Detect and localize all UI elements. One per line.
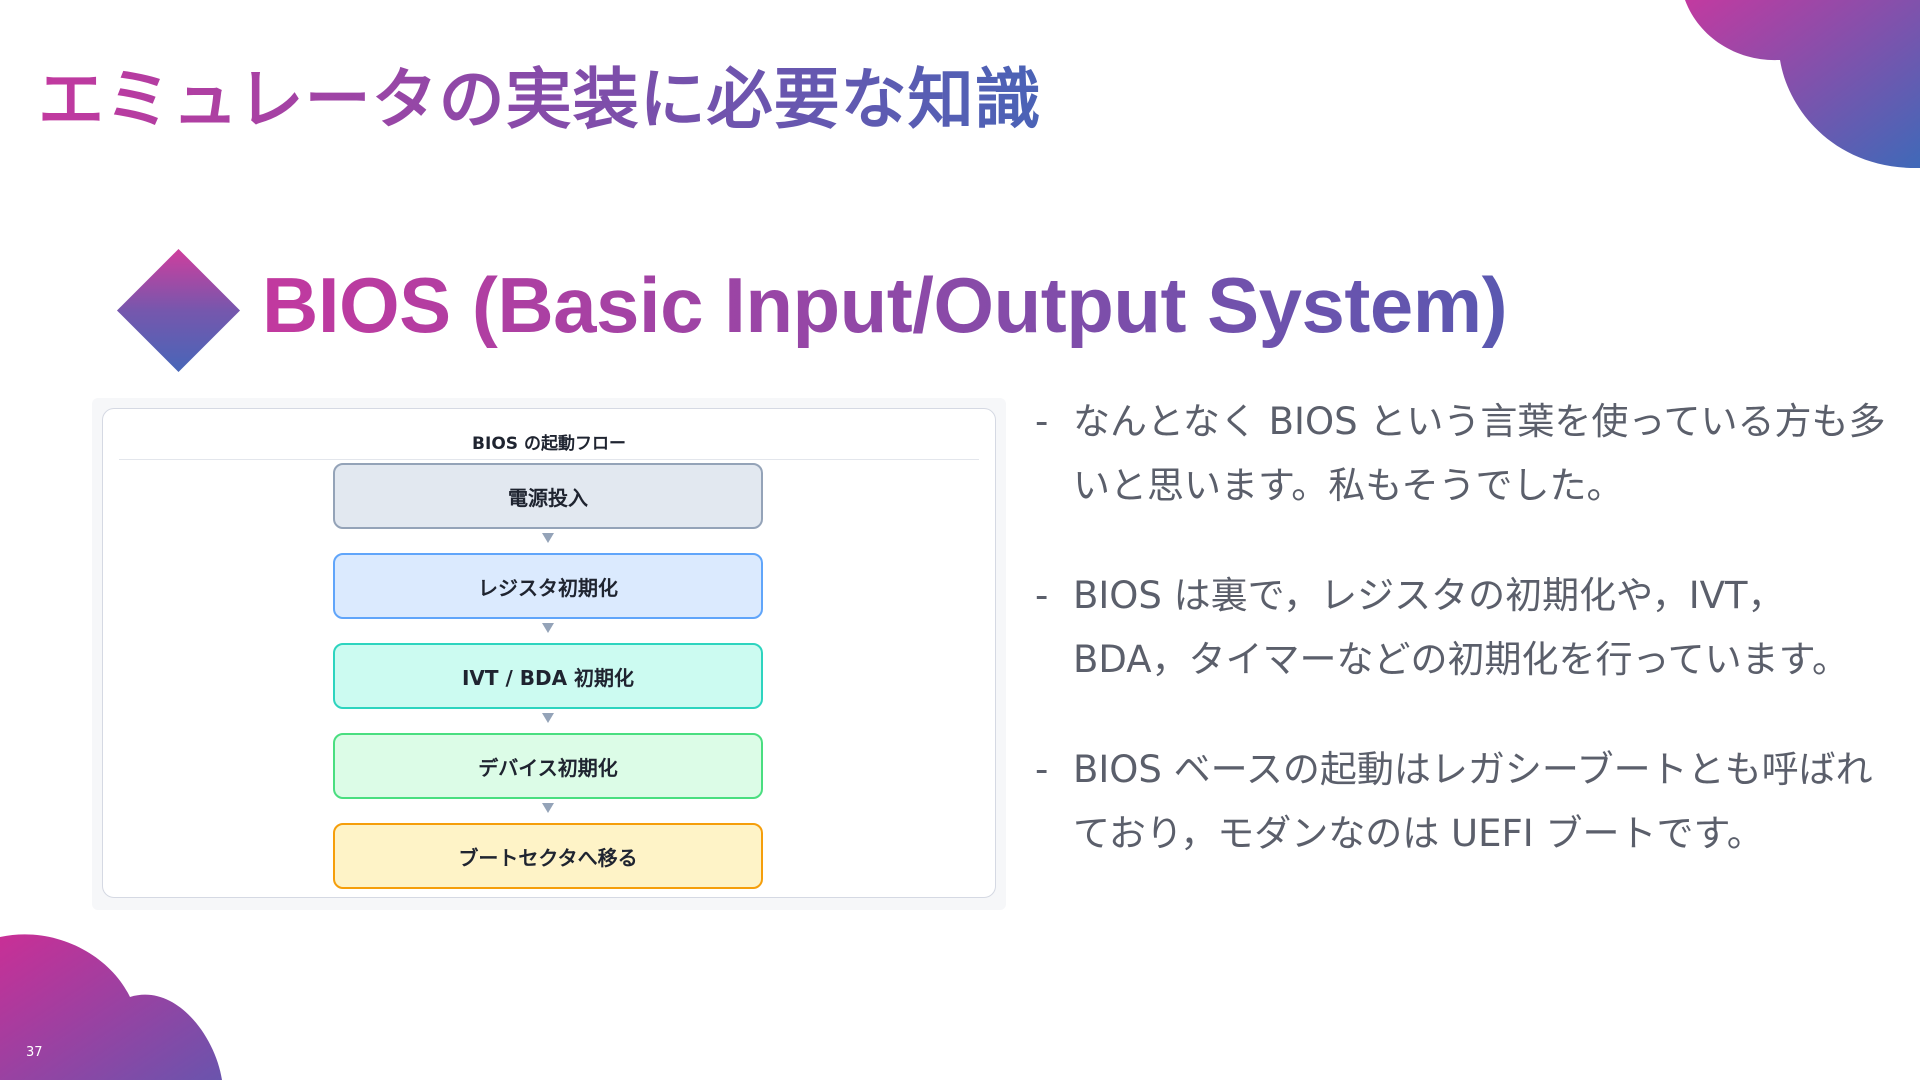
bullet-marker: - — [1035, 400, 1049, 443]
bullet-text: BIOS ベースの起動はレガシーブートとも呼ばれており，モダンなのは UEFI … — [1073, 748, 1873, 855]
flow-arrow-icon — [542, 803, 554, 813]
page-number: 37 — [26, 1045, 43, 1060]
slide-title: エミュレータの実装に必要な知識 — [38, 61, 1042, 138]
bullet-item: - なんとなく BIOS という言葉を使っている方も多いと思います。私もそうでし… — [1035, 390, 1895, 518]
flow-step-register-init: レジスタ初期化 — [333, 553, 763, 619]
section-heading: BIOS (Basic Input/Output System) — [262, 261, 1508, 349]
flow-divider — [119, 459, 979, 460]
bullet-item: - BIOS は裏で，レジスタの初期化や，IVT，BDA，タイマーなどの初期化を… — [1035, 564, 1895, 692]
bullet-marker: - — [1035, 574, 1049, 617]
flow-step-device-init: デバイス初期化 — [333, 733, 763, 799]
flow-arrow-icon — [542, 713, 554, 723]
flow-step-power-on: 電源投入 — [333, 463, 763, 529]
flow-arrow-icon — [542, 623, 554, 633]
flow-title: BIOS の起動フロー — [472, 434, 626, 454]
bullet-list: - なんとなく BIOS という言葉を使っている方も多いと思います。私もそうでし… — [1035, 390, 1895, 912]
boot-flow-diagram: BIOS の起動フロー 電源投入 レジスタ初期化 IVT / BDA 初期化 デ… — [92, 398, 1006, 910]
corner-decoration-bottom-left — [0, 934, 222, 1080]
bullet-marker: - — [1035, 748, 1049, 791]
flow-step-ivt-bda-init: IVT / BDA 初期化 — [333, 643, 763, 709]
boot-flow-panel: BIOS の起動フロー 電源投入 レジスタ初期化 IVT / BDA 初期化 デ… — [102, 408, 996, 898]
corner-decoration-top-right — [1685, 0, 1920, 169]
bullet-text: BIOS は裏で，レジスタの初期化や，IVT，BDA，タイマーなどの初期化を行っ… — [1073, 574, 1849, 681]
diamond-bullet-icon — [116, 248, 241, 373]
bullet-text: なんとなく BIOS という言葉を使っている方も多いと思います。私もそうでした。 — [1073, 400, 1886, 507]
bullet-item: - BIOS ベースの起動はレガシーブートとも呼ばれており，モダンなのは UEF… — [1035, 738, 1895, 866]
flow-step-boot-sector: ブートセクタへ移る — [333, 823, 763, 889]
flow-arrow-icon — [542, 533, 554, 543]
